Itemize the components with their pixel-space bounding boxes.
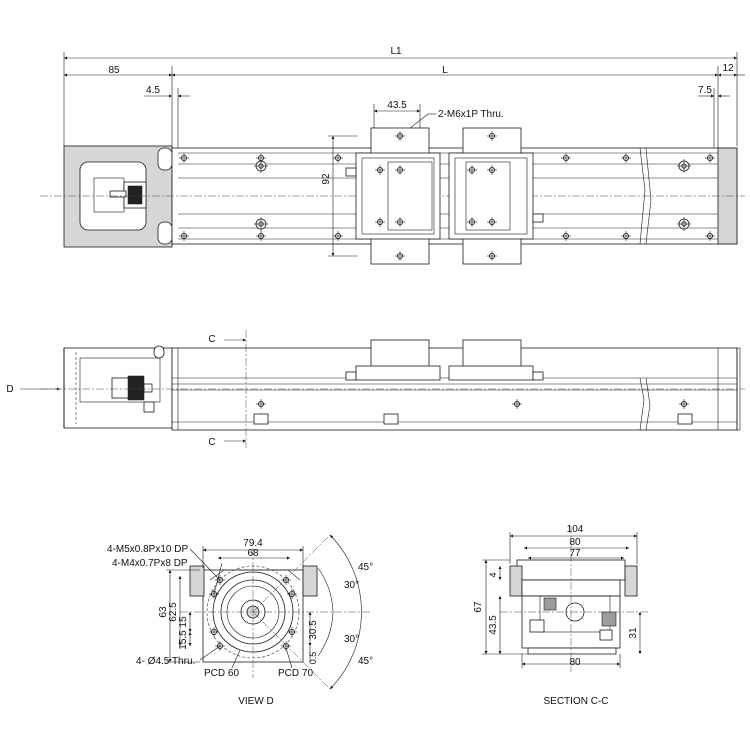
- dim-L1: L1: [390, 46, 402, 57]
- section-dim-104: 104: [567, 524, 584, 535]
- callout-m4: 4-M4x0.7Px8 DP: [112, 558, 188, 569]
- dim-85: 85: [108, 65, 120, 76]
- view-d-dim-79-4: 79.4: [243, 538, 263, 549]
- section-dim-67: 67: [473, 601, 484, 613]
- thru-hole-callout: 2-M6x1P Thru.: [438, 109, 504, 120]
- section-cc-title: SECTION C-C: [544, 696, 609, 707]
- view-d-dim-0-5: 0.5: [308, 652, 318, 665]
- side-view: [20, 330, 745, 448]
- top-view: [40, 52, 745, 265]
- view-marker-d: D: [6, 384, 13, 395]
- view-d-dim-63: 63: [158, 606, 169, 618]
- view-d-dim-15: 15: [178, 616, 189, 628]
- dim-43-5: 43.5: [387, 100, 407, 111]
- section-dim-4: 4: [488, 572, 498, 577]
- carriage-1: [355, 152, 441, 240]
- view-d-dim-30-5: 30.5: [308, 620, 319, 640]
- view-d-dim-15-5: 15.5: [178, 630, 189, 650]
- dim-7-5: 7.5: [698, 85, 712, 96]
- dim-92: 92: [321, 173, 332, 185]
- dim-4-5: 4.5: [146, 85, 160, 96]
- angle-45-bottom: 45°: [358, 656, 373, 667]
- section-dim-80-top: 80: [569, 537, 581, 548]
- section-dim-77: 77: [569, 548, 581, 559]
- callout-pcd70: PCD 70: [278, 668, 313, 679]
- callout-pcd60: PCD 60: [204, 668, 239, 679]
- section-marker-bottom: C: [208, 437, 215, 448]
- dim-L: L: [442, 65, 448, 76]
- view-d-title: VIEW D: [238, 696, 274, 707]
- section-dim-80-bottom: 80: [569, 657, 581, 668]
- view-d-dim-62-5: 62.5: [168, 602, 179, 622]
- angle-30-top: 30°: [344, 580, 359, 591]
- view-d: [166, 534, 370, 690]
- section-marker-top: C: [208, 334, 215, 345]
- angle-30-bottom: 30°: [344, 634, 359, 645]
- section-dim-31: 31: [628, 627, 639, 639]
- callout-m5: 4-M5x0.8Px10 DP: [107, 544, 188, 555]
- carriage-2: [448, 152, 534, 240]
- section-cc: [482, 526, 650, 672]
- view-d-dim-68: 68: [247, 548, 259, 559]
- callout-thru: 4- Ø4.5 Thru.: [136, 656, 195, 667]
- section-dim-43-5: 43.5: [488, 615, 499, 635]
- dim-12: 12: [722, 63, 734, 74]
- angle-45-top: 45°: [358, 562, 373, 573]
